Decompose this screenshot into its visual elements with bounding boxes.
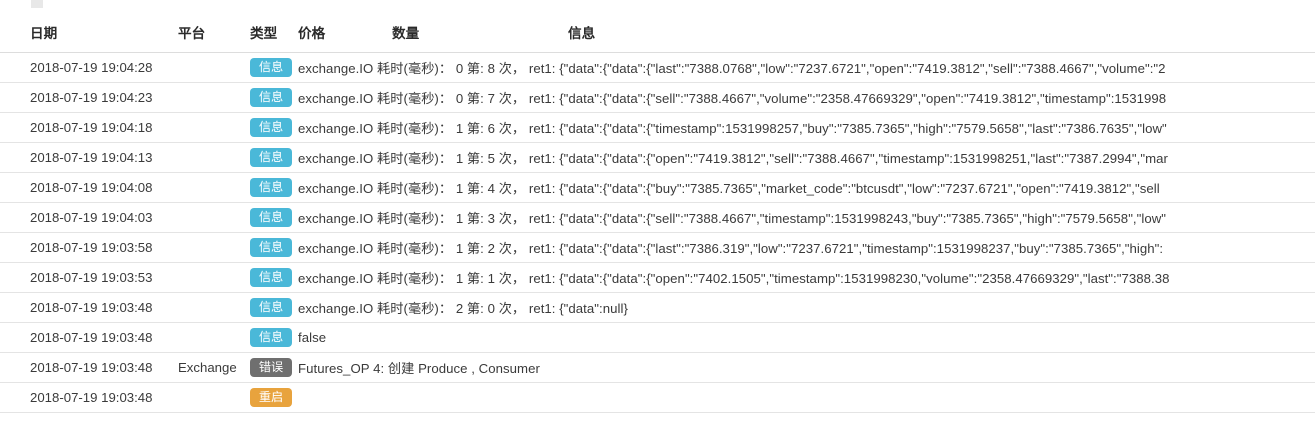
scroll-nub (31, 0, 43, 8)
cell-platform (178, 142, 250, 173)
table-row[interactable]: 2018-07-19 19:03:53 信息 exchange.IO 耗时(毫秒)：… (0, 262, 1315, 293)
message-text: exchange.IO 耗时(毫秒)： 0 第: 7 次， ret1: {"da… (298, 91, 1167, 106)
cell-date: 2018-07-19 19:03:48 (0, 352, 178, 383)
cell-date: 2018-07-19 19:03:58 (0, 232, 178, 263)
column-header-type: 类型 (250, 16, 298, 53)
status-badge: 信息 (250, 268, 292, 287)
table-row[interactable]: 2018-07-19 19:03:58 信息 exchange.IO 耗时(毫秒)：… (0, 232, 1315, 263)
message-text: exchange.IO 耗时(毫秒)： 1 第: 1 次， ret1: {"da… (298, 271, 1170, 286)
cell-platform (178, 172, 250, 203)
log-table-header: 日期 平台 类型 价格 数量 信息 (0, 16, 1315, 53)
cell-type: 错误 (250, 352, 298, 383)
status-badge: 信息 (250, 208, 292, 227)
cell-date: 2018-07-19 19:03:48 (0, 322, 178, 353)
cell-date: 2018-07-19 19:04:28 (0, 52, 178, 83)
cell-platform (178, 112, 250, 143)
cell-message: exchange.IO 耗时(毫秒)： 1 第: 5 次， ret1: {"da… (298, 142, 1315, 173)
message-text: false (298, 330, 327, 345)
cell-type: 信息 (250, 112, 298, 143)
message-text: exchange.IO 耗时(毫秒)： 2 第: 0 次， ret1: {"da… (298, 301, 628, 316)
cell-platform (178, 202, 250, 233)
log-table-body: 2018-07-19 19:04:28 信息 exchange.IO 耗时(毫秒)：… (0, 52, 1315, 413)
column-header-date: 日期 (0, 16, 178, 53)
column-header-platform: 平台 (178, 16, 250, 53)
cell-message (298, 382, 1315, 413)
cell-message: exchange.IO 耗时(毫秒)： 2 第: 0 次， ret1: {"da… (298, 292, 1315, 323)
status-badge: 信息 (250, 178, 292, 197)
cell-message: exchange.IO 耗时(毫秒)： 1 第: 4 次， ret1: {"da… (298, 172, 1315, 203)
status-badge: 信息 (250, 328, 292, 347)
cell-type: 信息 (250, 52, 298, 83)
cell-message: false (298, 322, 1315, 353)
table-row[interactable]: 2018-07-19 19:03:48 信息 false (0, 322, 1315, 353)
table-row[interactable]: 2018-07-19 19:03:48 重启 (0, 382, 1315, 413)
status-badge: 信息 (250, 148, 292, 167)
cell-date: 2018-07-19 19:04:23 (0, 82, 178, 113)
cell-message: exchange.IO 耗时(毫秒)： 1 第: 3 次， ret1: {"da… (298, 202, 1315, 233)
cell-message: exchange.IO 耗时(毫秒)： 1 第: 6 次， ret1: {"da… (298, 112, 1315, 143)
column-header-price: 价格 (298, 16, 390, 53)
cell-message: exchange.IO 耗时(毫秒)： 0 第: 8 次， ret1: {"da… (298, 52, 1315, 83)
status-badge: 信息 (250, 88, 292, 107)
cell-type: 信息 (250, 292, 298, 323)
table-row[interactable]: 2018-07-19 19:04:13 信息 exchange.IO 耗时(毫秒)：… (0, 142, 1315, 173)
message-text: exchange.IO 耗时(毫秒)： 1 第: 2 次， ret1: {"da… (298, 241, 1164, 256)
status-badge: 信息 (250, 298, 292, 317)
status-badge: 信息 (250, 238, 292, 257)
message-text: exchange.IO 耗时(毫秒)： 0 第: 8 次， ret1: {"da… (298, 61, 1166, 76)
cell-platform (178, 52, 250, 83)
message-text: exchange.IO 耗时(毫秒)： 1 第: 5 次， ret1: {"da… (298, 151, 1168, 166)
header-row: 日期 平台 类型 价格 数量 信息 (0, 16, 1315, 53)
cell-platform (178, 322, 250, 353)
cell-message: exchange.IO 耗时(毫秒)： 0 第: 7 次， ret1: {"da… (298, 82, 1315, 113)
status-badge: 错误 (250, 358, 292, 377)
status-badge: 重启 (250, 388, 292, 407)
cell-type: 信息 (250, 172, 298, 203)
cell-type: 信息 (250, 232, 298, 263)
cell-date: 2018-07-19 19:04:03 (0, 202, 178, 233)
status-badge: 信息 (250, 58, 292, 77)
log-table: 日期 平台 类型 价格 数量 信息 2018-07-19 19:04:28 信息 e… (0, 16, 1315, 413)
cell-type: 信息 (250, 322, 298, 353)
cell-type: 信息 (250, 202, 298, 233)
table-row[interactable]: 2018-07-19 19:04:08 信息 exchange.IO 耗时(毫秒)：… (0, 172, 1315, 203)
message-text: exchange.IO 耗时(毫秒)： 1 第: 6 次， ret1: {"da… (298, 121, 1167, 136)
cell-message: exchange.IO 耗时(毫秒)： 1 第: 1 次， ret1: {"da… (298, 262, 1315, 293)
message-text: exchange.IO 耗时(毫秒)： 1 第: 3 次， ret1: {"da… (298, 211, 1167, 226)
status-badge: 信息 (250, 118, 292, 137)
cell-message: Futures_OP 4: 创建 Produce , Consumer (298, 352, 1315, 383)
cell-date: 2018-07-19 19:04:08 (0, 172, 178, 203)
cell-type: 重启 (250, 382, 298, 413)
column-header-amount: 数量 (390, 16, 480, 53)
table-row[interactable]: 2018-07-19 19:04:28 信息 exchange.IO 耗时(毫秒)：… (0, 52, 1315, 83)
cell-date: 2018-07-19 19:03:48 (0, 382, 178, 413)
cell-date: 2018-07-19 19:04:18 (0, 112, 178, 143)
table-row[interactable]: 2018-07-19 19:03:48 信息 exchange.IO 耗时(毫秒)：… (0, 292, 1315, 323)
cell-date: 2018-07-19 19:03:48 (0, 292, 178, 323)
cell-platform (178, 232, 250, 263)
table-row[interactable]: 2018-07-19 19:04:03 信息 exchange.IO 耗时(毫秒)：… (0, 202, 1315, 233)
table-row[interactable]: 2018-07-19 19:04:23 信息 exchange.IO 耗时(毫秒)：… (0, 82, 1315, 113)
cell-message: exchange.IO 耗时(毫秒)： 1 第: 2 次， ret1: {"da… (298, 232, 1315, 263)
cell-date: 2018-07-19 19:04:13 (0, 142, 178, 173)
cell-type: 信息 (250, 82, 298, 113)
cell-platform: Exchange (178, 352, 250, 383)
cell-type: 信息 (250, 142, 298, 173)
cell-platform (178, 262, 250, 293)
table-row[interactable]: 2018-07-19 19:04:18 信息 exchange.IO 耗时(毫秒)：… (0, 112, 1315, 143)
cell-date: 2018-07-19 19:03:53 (0, 262, 178, 293)
cell-platform (178, 292, 250, 323)
cell-type: 信息 (250, 262, 298, 293)
column-header-info: 信息 (480, 16, 1315, 53)
cell-platform (178, 382, 250, 413)
message-text: exchange.IO 耗时(毫秒)： 1 第: 4 次， ret1: {"da… (298, 181, 1160, 196)
message-text: Futures_OP 4: 创建 Produce , Consumer (298, 361, 540, 376)
cell-platform (178, 82, 250, 113)
